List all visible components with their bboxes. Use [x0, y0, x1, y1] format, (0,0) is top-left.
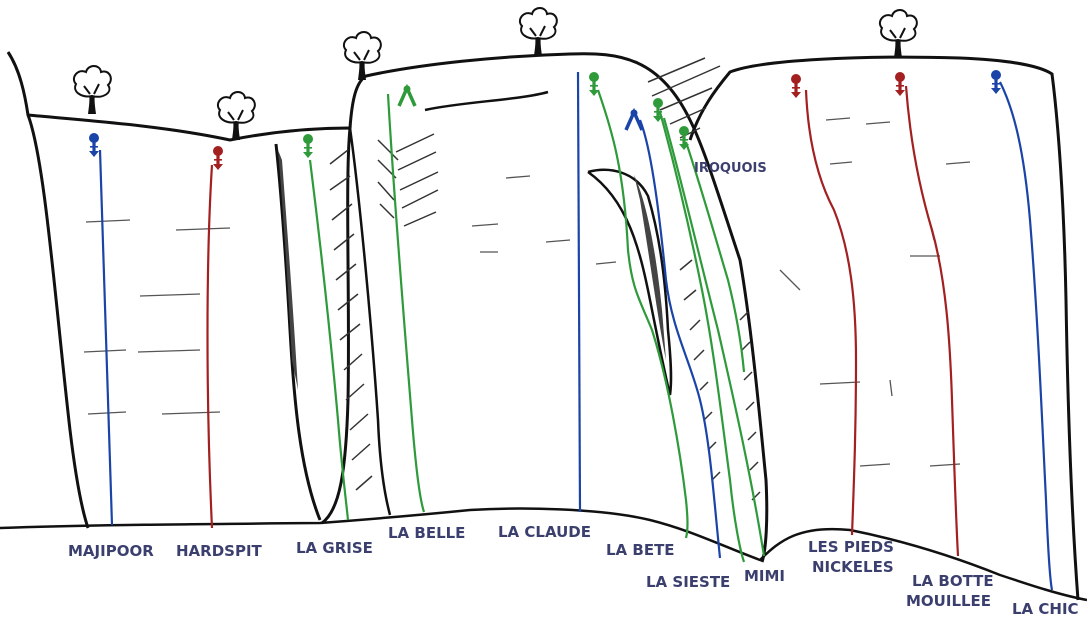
label-la-botte-line1: LA BOTTE: [912, 572, 994, 590]
tree-icon: [878, 9, 918, 59]
hatching: [329, 57, 761, 501]
tree-icon: [72, 65, 112, 115]
route-line-la-grise: [308, 159, 350, 521]
bolt-anchor-icon: [213, 146, 223, 170]
route-line-la-chic: [999, 81, 1054, 591]
bolt-anchor-icon: [589, 72, 599, 96]
label-mimi: MIMI: [744, 567, 785, 585]
claude-overhang: [424, 90, 549, 112]
label-la-botte-line2: MOUILLEE: [906, 592, 991, 610]
route-line-hardspit: [206, 164, 214, 529]
label-la-sieste: LA SIESTE: [646, 573, 730, 591]
bolt-anchor-icon: [991, 70, 1001, 94]
crack-marks: [83, 117, 971, 467]
bolt-anchor-icon: [89, 133, 99, 157]
route-line-la-claude: [576, 71, 582, 513]
grise-shade: [278, 150, 298, 390]
route-line-iroquois: [662, 117, 766, 557]
label-la-chic: LA CHIC: [1012, 600, 1079, 618]
route-line-la-belle: [386, 93, 426, 513]
route-line-la-bete: [596, 89, 689, 539]
grise-dark-edge: [274, 143, 322, 521]
route-line-majipoor: [98, 149, 114, 526]
label-majipoor: MAJIPOOR: [68, 542, 154, 560]
bolt-anchor-icon: [895, 72, 905, 96]
left-block-outline: [6, 51, 352, 529]
bolt-anchor-icon: [303, 134, 313, 158]
double-anchor-icon: [397, 84, 417, 108]
route-line-la-botte-mouillee: [904, 85, 960, 557]
label-la-claude: LA CLAUDE: [498, 523, 591, 541]
route-line-la-sieste: [638, 119, 722, 559]
middle-left-edge: [348, 127, 392, 516]
label-la-belle: LA BELLE: [388, 524, 465, 542]
label-la-bete: LA BETE: [606, 541, 675, 559]
bete-flake: [587, 168, 673, 396]
tree-icon: [518, 7, 558, 57]
route-line-mimi: [658, 111, 746, 563]
tree-icon: [216, 91, 256, 141]
double-anchor-icon: [624, 108, 644, 132]
label-les-pieds-line2: NICKELES: [812, 558, 894, 576]
ground-line: [0, 507, 1087, 602]
bete-shade: [634, 175, 666, 360]
middle-block-outline: [348, 52, 769, 563]
label-la-grise: LA GRISE: [296, 539, 373, 557]
bolt-anchor-icon: [791, 74, 801, 98]
label-hardspit: HARDSPIT: [176, 542, 263, 560]
label-iroquois: IROQUOIS: [694, 161, 767, 176]
label-les-pieds-line1: LES PIEDS: [808, 538, 894, 556]
route-line-les-pieds-nickeles: [804, 89, 858, 536]
right-block-outline: [688, 55, 1080, 601]
